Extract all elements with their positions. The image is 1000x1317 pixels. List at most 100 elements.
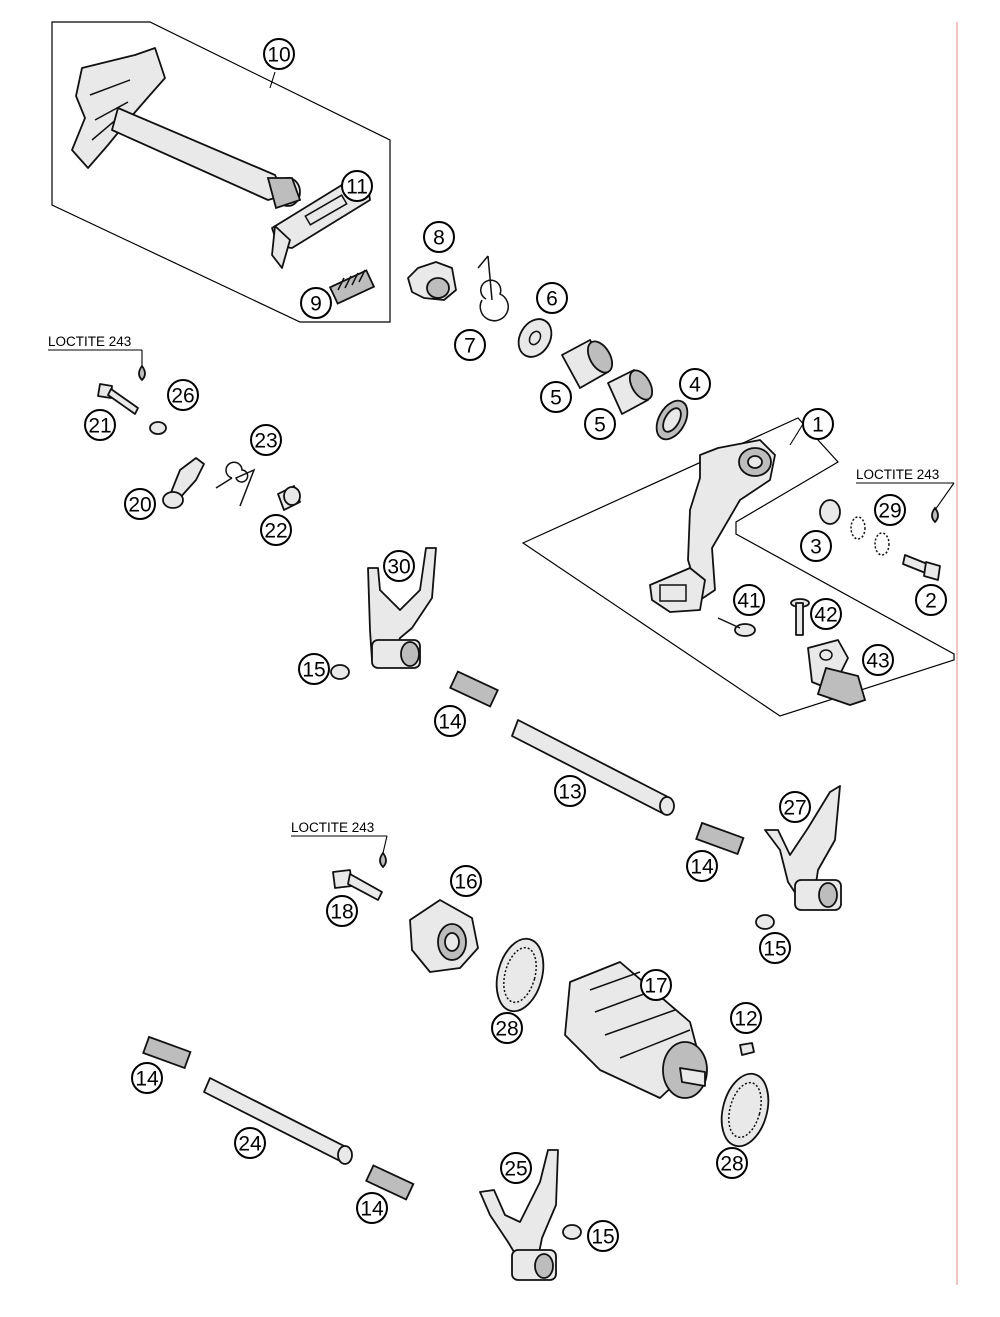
callout-22: 22 bbox=[260, 514, 292, 546]
lever-part-20 bbox=[162, 457, 205, 509]
callout-number: 17 bbox=[644, 975, 667, 998]
pin-part-42 bbox=[790, 598, 810, 636]
callout-11: 11 bbox=[341, 170, 373, 202]
callout-number: 10 bbox=[267, 44, 290, 67]
callout-number: 7 bbox=[464, 335, 476, 358]
callout-18: 18 bbox=[326, 895, 358, 927]
callout-number: 11 bbox=[346, 176, 368, 199]
callout-24: 24 bbox=[234, 1127, 266, 1159]
callout-6: 6 bbox=[536, 282, 568, 314]
callout-8: 8 bbox=[423, 221, 455, 253]
callout-number: 13 bbox=[558, 781, 581, 804]
callout-number: 30 bbox=[387, 556, 410, 579]
spring-part-14b bbox=[695, 821, 745, 856]
callout-number: 15 bbox=[763, 938, 786, 961]
callout-number: 12 bbox=[734, 1008, 757, 1031]
pin-part-15b bbox=[755, 914, 775, 930]
callout-number: 41 bbox=[737, 590, 760, 613]
needle-bearing-part-5a bbox=[561, 339, 614, 389]
callout-5: 5 bbox=[584, 408, 616, 440]
spring-part-14a bbox=[449, 670, 499, 708]
callout-14: 14 bbox=[686, 850, 718, 882]
callout-14: 14 bbox=[356, 1192, 388, 1224]
callout-number: 6 bbox=[546, 288, 558, 311]
seal-ring-part-4 bbox=[655, 399, 689, 441]
callout-41: 41 bbox=[733, 584, 765, 616]
callout-number: 2 bbox=[925, 590, 937, 613]
svg-text:LOCTITE 243: LOCTITE 243 bbox=[291, 820, 374, 835]
svg-text:LOCTITE 243: LOCTITE 243 bbox=[856, 467, 939, 482]
callout-number: 24 bbox=[238, 1133, 262, 1156]
callout-number: 5 bbox=[594, 414, 606, 437]
callout-16: 16 bbox=[450, 865, 482, 897]
loctite-drop-icon bbox=[931, 506, 939, 524]
loctite-label-3: LOCTITE 243 bbox=[291, 820, 388, 854]
callout-number: 8 bbox=[433, 227, 445, 250]
lock-washer-part-29 bbox=[850, 516, 890, 556]
shift-fork-part-25 bbox=[479, 1149, 559, 1281]
group-frame-shift-shaft bbox=[51, 21, 391, 323]
callout-number: 28 bbox=[720, 1153, 743, 1176]
callout-number: 20 bbox=[128, 494, 151, 517]
callout-21: 21 bbox=[84, 409, 116, 441]
callout-43: 43 bbox=[862, 644, 894, 676]
callout-4: 4 bbox=[679, 368, 711, 400]
callout-13: 13 bbox=[554, 775, 586, 807]
callout-number: 16 bbox=[454, 871, 477, 894]
callout-10: 10 bbox=[263, 38, 295, 70]
callout-28: 28 bbox=[716, 1147, 748, 1179]
needle-bearing-part-5b bbox=[607, 369, 654, 415]
shift-fork-part-30 bbox=[367, 547, 437, 669]
spring-part-14c bbox=[142, 1035, 192, 1070]
callout-number: 3 bbox=[810, 536, 822, 559]
callout-15: 15 bbox=[759, 932, 791, 964]
callout-30: 30 bbox=[383, 550, 415, 582]
washer-part-3 bbox=[819, 499, 841, 525]
shaft-part-13 bbox=[511, 719, 675, 816]
shift-shaft-part bbox=[71, 47, 302, 210]
spring-part-14d bbox=[365, 1164, 415, 1201]
pin-part-15a bbox=[330, 664, 350, 680]
bolt-part-21 bbox=[97, 383, 139, 415]
callout-27: 27 bbox=[779, 791, 811, 823]
callout-28: 28 bbox=[491, 1012, 523, 1044]
callout-25: 25 bbox=[500, 1152, 532, 1184]
clip-part-8 bbox=[407, 261, 457, 301]
screw-part-12 bbox=[739, 1042, 755, 1056]
washer-part-26 bbox=[149, 421, 167, 435]
callout-number: 28 bbox=[495, 1018, 518, 1041]
callout-9: 9 bbox=[300, 287, 332, 319]
callout-14: 14 bbox=[131, 1062, 163, 1094]
callout-number: 25 bbox=[504, 1158, 527, 1181]
callout-7: 7 bbox=[454, 329, 486, 361]
callout-number: 1 bbox=[812, 414, 824, 437]
callout-number: 9 bbox=[310, 293, 322, 316]
callout-number: 21 bbox=[88, 415, 111, 438]
callout-number: 26 bbox=[171, 385, 194, 408]
callout-leader bbox=[789, 423, 804, 446]
callout-number: 23 bbox=[254, 430, 277, 453]
callout-26: 26 bbox=[167, 379, 199, 411]
spring-part-9 bbox=[328, 269, 376, 305]
callout-number: 4 bbox=[689, 374, 701, 397]
bushing-part-22 bbox=[277, 485, 301, 511]
shift-shaft-group bbox=[51, 21, 391, 323]
callout-12: 12 bbox=[730, 1002, 762, 1034]
callout-number: 5 bbox=[550, 387, 562, 410]
callout-14: 14 bbox=[434, 705, 466, 737]
callout-number: 18 bbox=[330, 901, 353, 924]
callout-42: 42 bbox=[810, 598, 842, 630]
callout-20: 20 bbox=[124, 488, 156, 520]
shaft-part-24 bbox=[203, 1077, 353, 1165]
callout-1: 1 bbox=[802, 408, 834, 440]
callout-29: 29 bbox=[874, 494, 906, 526]
callout-number: 29 bbox=[878, 500, 901, 523]
spring-part-23 bbox=[215, 461, 256, 507]
washer-part-6 bbox=[517, 318, 553, 358]
callout-number: 14 bbox=[360, 1198, 384, 1221]
callout-23: 23 bbox=[250, 424, 282, 456]
callout-number: 14 bbox=[438, 711, 462, 734]
callouts-layer: 1011987655413292414243212623202230151413… bbox=[84, 38, 947, 1252]
callout-3: 3 bbox=[800, 530, 832, 562]
